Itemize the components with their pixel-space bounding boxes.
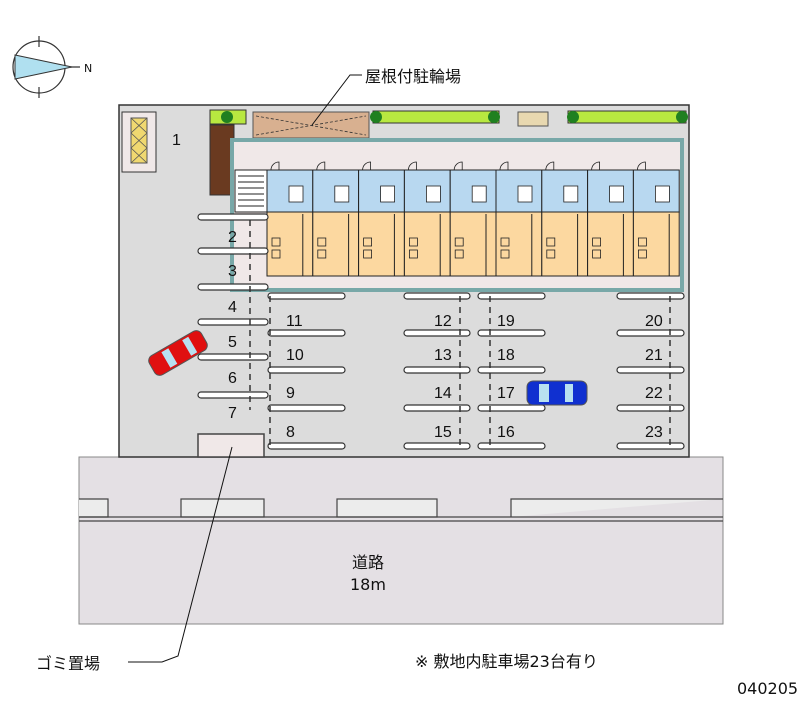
tree-icon: [488, 111, 500, 123]
apartment-unit: [449, 161, 497, 277]
stall-line: [403, 404, 471, 412]
road: [78, 456, 724, 625]
stall-line: [477, 442, 546, 450]
stall-line: [267, 329, 346, 337]
stall-line: [403, 442, 471, 450]
road-markings: [79, 498, 723, 522]
apartment-unit: [358, 161, 405, 277]
parking-space-number: 17: [497, 385, 515, 402]
stall-line: [616, 292, 685, 300]
road-name-label: 道路: [352, 553, 384, 572]
parking-space-number: 22: [645, 385, 663, 402]
garbage-area: [197, 433, 265, 458]
stall-line: [197, 247, 269, 255]
stall-line: [477, 404, 546, 412]
parking-space-number: 3: [228, 263, 237, 280]
parking-space-number: 9: [286, 385, 295, 402]
building-units: [266, 161, 680, 277]
tree-icon: [676, 111, 688, 123]
north-label: N: [84, 62, 92, 75]
apartment-unit: [495, 161, 543, 277]
stall-line: [267, 404, 346, 412]
parking-space-number: 7: [228, 405, 237, 422]
stall-line: [197, 213, 269, 221]
parking-space-number: 19: [497, 313, 515, 330]
stall-line: [197, 318, 269, 326]
parking-space-number: 21: [645, 347, 663, 364]
road-width-label: 18m: [350, 575, 386, 594]
parking-space-number: 18: [497, 347, 515, 364]
garbage-leader: [128, 446, 233, 663]
apartment-unit: [632, 161, 680, 277]
apartment-unit: [312, 161, 360, 277]
parking-space-number: 10: [286, 347, 304, 364]
compass-icon: N: [12, 36, 92, 98]
tree-icon: [370, 111, 382, 123]
parking-space-number: 1: [172, 132, 181, 149]
parking-space-number: 2: [228, 229, 237, 246]
stall-line: [403, 329, 471, 337]
stall-line: [403, 292, 471, 300]
stall-line: [267, 366, 346, 374]
parking-space-number: 11: [286, 313, 303, 330]
parking-space-number: 12: [434, 313, 452, 330]
parking-space-number: 16: [497, 424, 515, 441]
parking-stall-lines: [197, 213, 685, 450]
stall-line: [197, 391, 269, 399]
parking-space-number: 13: [434, 347, 452, 364]
stall-line: [616, 366, 685, 374]
stall-line: [197, 283, 269, 291]
parking-space-number: 14: [434, 385, 452, 402]
blue-car: [526, 380, 588, 406]
hedge-top-middle: [372, 110, 500, 124]
stall-line: [477, 366, 546, 374]
apartment-unit: [403, 161, 451, 277]
apartment-unit: [587, 161, 634, 277]
garbage-area-label: ゴミ置場: [36, 654, 100, 673]
parking-space-number: 15: [434, 424, 452, 441]
stall-line: [197, 353, 269, 361]
covered-bike-parking-label: 屋根付駐輪場: [365, 67, 461, 86]
parking-space-number: 4: [228, 299, 237, 316]
apartment-unit: [266, 161, 314, 277]
parking-space-number: 6: [228, 370, 237, 387]
stall-line: [616, 404, 685, 412]
utility-box: [517, 111, 549, 127]
stall-line: [267, 292, 346, 300]
stall-line: [616, 329, 685, 337]
tree-icon: [221, 111, 233, 123]
stall-line: [267, 442, 346, 450]
parking-space-number: 8: [286, 424, 295, 441]
bike-parking-leader: [311, 74, 362, 126]
parking-space-number: 20: [645, 313, 663, 330]
hedge-top-right: [567, 110, 687, 124]
tree-icon: [567, 111, 579, 123]
storage-cross: [130, 117, 148, 164]
stall-line: [616, 442, 685, 450]
red-car: [148, 330, 208, 376]
stall-line: [477, 292, 546, 300]
map-code: 040205: [737, 679, 798, 698]
parking-space-number: 5: [228, 334, 237, 351]
covered-bike-parking: [252, 111, 370, 139]
stairs: [234, 169, 268, 213]
parking-space-number: 23: [645, 424, 663, 441]
parking-note: ※ 敷地内駐車場23台有り: [415, 652, 598, 671]
stall-line: [477, 329, 546, 337]
stall-line: [403, 366, 471, 374]
apartment-unit: [541, 161, 589, 277]
